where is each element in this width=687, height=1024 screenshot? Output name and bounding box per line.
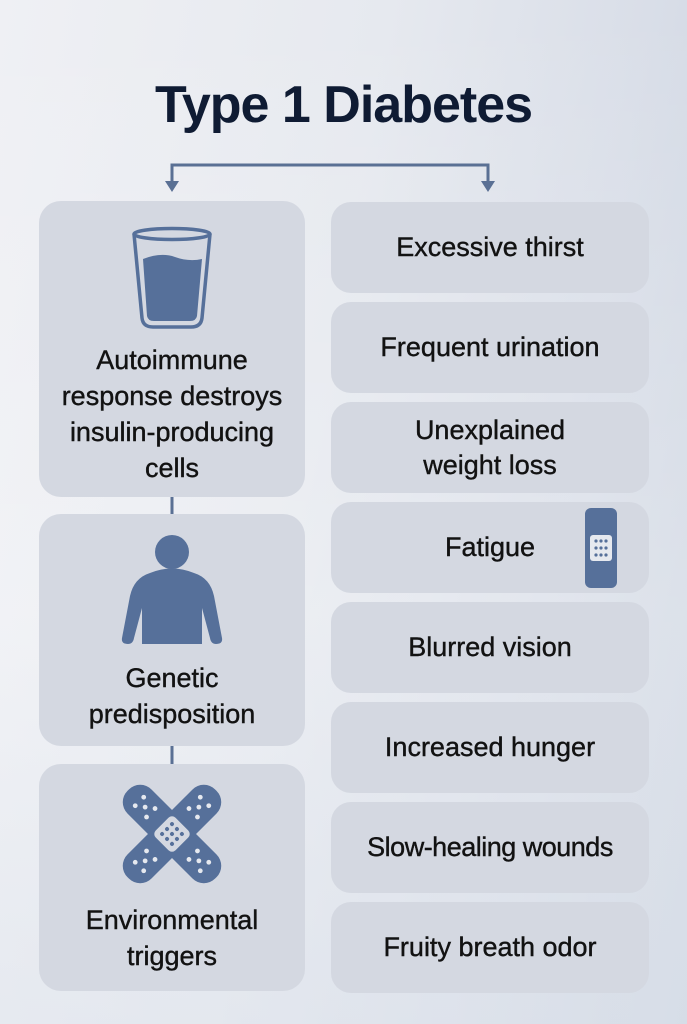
arrow-down-icon xyxy=(165,181,179,192)
crossed-bandages-icon xyxy=(122,784,222,883)
page-title: Type 1 Diabetes xyxy=(154,76,533,134)
symptom-card-slow-healing-wounds: Slow-healing wounds xyxy=(331,802,649,893)
glass-of-water-icon xyxy=(132,226,212,329)
cause-card-autoimmune: Autoimmune response destroys insulin-pro… xyxy=(39,201,305,497)
symptom-label: Blurred vision xyxy=(408,632,572,662)
bandage-icon xyxy=(585,508,617,588)
symptom-card-frequent-urination: Frequent urination xyxy=(331,302,649,393)
cause-label: Autoimmune response destroys insulin-pro… xyxy=(61,345,283,483)
symptom-card-weight-loss: Unexplained weight loss xyxy=(331,402,649,493)
symptom-card-fruity-breath: Fruity breath odor xyxy=(331,902,649,993)
cause-label: Environmental triggers xyxy=(85,904,259,971)
cause-card-genetic: Genetic predisposition xyxy=(39,514,305,746)
split-connector xyxy=(170,163,490,183)
symptom-label: Excessive thirst xyxy=(396,232,584,262)
symptom-label: Unexplained weight loss xyxy=(414,414,566,480)
symptom-label: Fruity breath odor xyxy=(383,932,597,962)
symptom-card-increased-hunger: Increased hunger xyxy=(331,702,649,793)
symptom-card-fatigue: Fatigue xyxy=(331,502,649,593)
symptom-label: Fatigue xyxy=(444,532,536,562)
arrow-down-icon xyxy=(481,181,495,192)
person-icon xyxy=(121,535,223,644)
cause-card-environmental: Environmental triggers xyxy=(39,764,305,991)
symptom-card-excessive-thirst: Excessive thirst xyxy=(331,202,649,293)
symptom-card-blurred-vision: Blurred vision xyxy=(331,602,649,693)
symptom-label: Increased hunger xyxy=(384,732,596,762)
symptom-label: Frequent urination xyxy=(380,332,600,362)
symptom-label: Slow-healing wounds xyxy=(367,832,614,862)
cause-label: Genetic predisposition xyxy=(88,663,256,729)
